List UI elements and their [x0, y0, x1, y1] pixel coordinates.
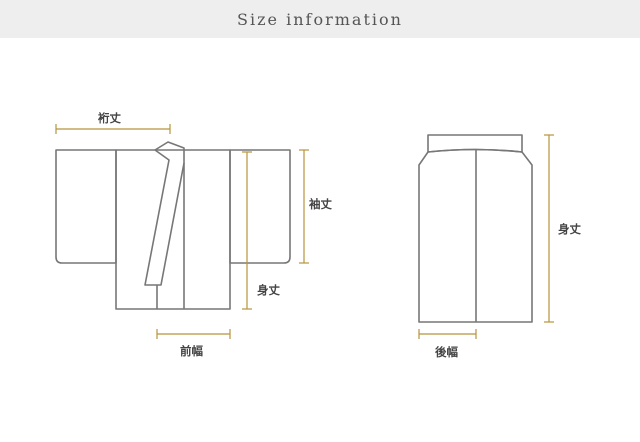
label-sleeve-height: 袖丈	[309, 197, 332, 211]
hakama-outline	[418, 134, 533, 323]
hakama-dimensions	[418, 134, 554, 339]
page-title: Size information	[237, 9, 403, 29]
jacket-right-sleeve	[229, 149, 291, 264]
label-front-width: 前幅	[180, 344, 203, 358]
jacket-body	[115, 149, 231, 310]
label-sleeve-length: 裄丈	[98, 111, 121, 125]
hakama-body	[418, 148, 533, 323]
jacket-left-sleeve	[55, 149, 117, 264]
label-body-length: 身丈	[257, 283, 280, 297]
header-band: Size information	[0, 0, 640, 38]
jacket-outline	[55, 141, 291, 310]
label-back-width: 後幅	[435, 345, 458, 359]
jacket-collar	[144, 141, 185, 286]
jacket-dimensions	[55, 124, 309, 339]
label-hakama-body-length: 身丈	[558, 222, 581, 236]
